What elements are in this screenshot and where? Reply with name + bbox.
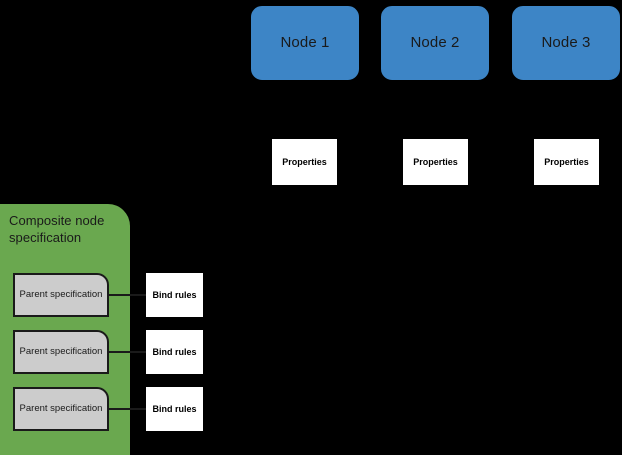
properties-box-2-label: Properties bbox=[413, 156, 458, 167]
parent-specification-box-3-label: Parent specification bbox=[19, 402, 103, 414]
node-box-1[interactable]: Node 1 bbox=[251, 6, 359, 80]
parent-specification-box-1-label: Parent specification bbox=[19, 288, 103, 300]
bind-rules-box-2[interactable]: Bind rules bbox=[146, 330, 203, 374]
properties-box-1[interactable]: Properties bbox=[272, 139, 337, 185]
connector-parent-2-to-bind-2 bbox=[108, 351, 147, 353]
node-box-3[interactable]: Node 3 bbox=[512, 6, 620, 80]
bind-rules-box-2-label: Bind rules bbox=[152, 346, 197, 357]
node-box-2[interactable]: Node 2 bbox=[381, 6, 489, 80]
properties-box-3-label: Properties bbox=[544, 156, 589, 167]
composite-node-specification-title: Composite node specification bbox=[9, 213, 105, 246]
parent-specification-box-3[interactable]: Parent specification bbox=[13, 387, 109, 431]
bind-rules-box-1-label: Bind rules bbox=[152, 289, 197, 300]
properties-box-2[interactable]: Properties bbox=[403, 139, 468, 185]
properties-box-3[interactable]: Properties bbox=[534, 139, 599, 185]
node-box-2-label: Node 2 bbox=[410, 34, 460, 51]
connector-parent-3-to-bind-3 bbox=[108, 408, 147, 410]
parent-specification-box-2[interactable]: Parent specification bbox=[13, 330, 109, 374]
bind-rules-box-3-label: Bind rules bbox=[152, 403, 197, 414]
bind-rules-box-1[interactable]: Bind rules bbox=[146, 273, 203, 317]
properties-box-1-label: Properties bbox=[282, 156, 327, 167]
parent-specification-box-2-label: Parent specification bbox=[19, 345, 103, 357]
node-box-3-label: Node 3 bbox=[541, 34, 591, 51]
bind-rules-box-3[interactable]: Bind rules bbox=[146, 387, 203, 431]
parent-specification-box-1[interactable]: Parent specification bbox=[13, 273, 109, 317]
node-box-1-label: Node 1 bbox=[280, 34, 330, 51]
connector-parent-1-to-bind-1 bbox=[108, 294, 147, 296]
